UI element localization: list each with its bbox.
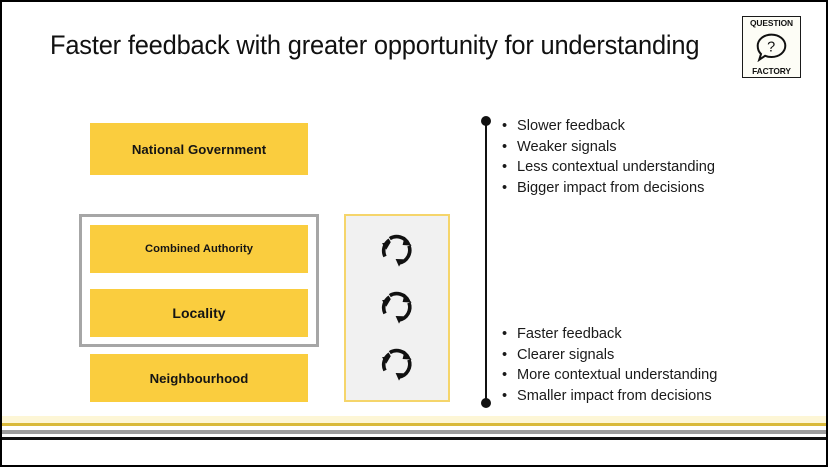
cycle-arrows-icon bbox=[381, 291, 412, 324]
bullet-list-bottom: Faster feedback Clearer signals More con… bbox=[502, 324, 802, 406]
list-item: Faster feedback bbox=[502, 324, 802, 345]
cycle-arrows-icon bbox=[381, 234, 412, 267]
axis-endpoint-dot-bottom bbox=[481, 398, 491, 408]
hierarchy-box-label: Neighbourhood bbox=[149, 370, 249, 386]
hierarchy-box-combined-authority[interactable]: Combined Authority bbox=[90, 225, 308, 273]
footer-stripe-black bbox=[2, 437, 826, 440]
footer-stripe-gap-lower bbox=[2, 434, 826, 437]
list-item: More contextual understanding bbox=[502, 365, 802, 386]
feedback-axis-line bbox=[485, 121, 487, 403]
hierarchy-box-label: Combined Authority bbox=[145, 243, 253, 255]
brand-logo: QUESTION ? FACTORY bbox=[742, 16, 801, 78]
logo-top-word: QUESTION bbox=[750, 18, 793, 28]
logo-bottom-word: FACTORY bbox=[752, 65, 791, 76]
list-item: Smaller impact from decisions bbox=[502, 386, 802, 407]
feedback-cycle-panel bbox=[344, 214, 450, 402]
axis-endpoint-dot-top bbox=[481, 116, 491, 126]
list-item: Less contextual understanding bbox=[502, 157, 802, 178]
hierarchy-box-national-government[interactable]: National Government bbox=[90, 123, 308, 175]
hierarchy-box-neighbourhood[interactable]: Neighbourhood bbox=[90, 354, 308, 402]
list-item: Clearer signals bbox=[502, 345, 802, 366]
question-speech-bubble-icon: ? bbox=[756, 33, 787, 62]
page-title: Faster feedback with greater opportunity… bbox=[50, 30, 700, 60]
cycle-arrows-icon bbox=[381, 349, 412, 381]
hierarchy-box-locality[interactable]: Locality bbox=[90, 289, 308, 337]
footer-stripe-gold bbox=[2, 423, 826, 426]
svg-text:?: ? bbox=[767, 39, 775, 55]
list-item: Bigger impact from decisions bbox=[502, 178, 802, 199]
hierarchy-box-label: Locality bbox=[172, 305, 226, 321]
footer-stripe-gap-upper bbox=[2, 426, 826, 430]
bullet-list-top: Slower feedback Weaker signals Less cont… bbox=[502, 116, 802, 198]
hierarchy-box-label: National Government bbox=[131, 141, 267, 157]
list-item: Weaker signals bbox=[502, 137, 802, 158]
list-item: Slower feedback bbox=[502, 116, 802, 137]
footer-stripe-grey bbox=[2, 430, 826, 434]
hierarchy-group-frame bbox=[79, 214, 319, 347]
footer-stripe-pale-yellow bbox=[2, 416, 826, 423]
